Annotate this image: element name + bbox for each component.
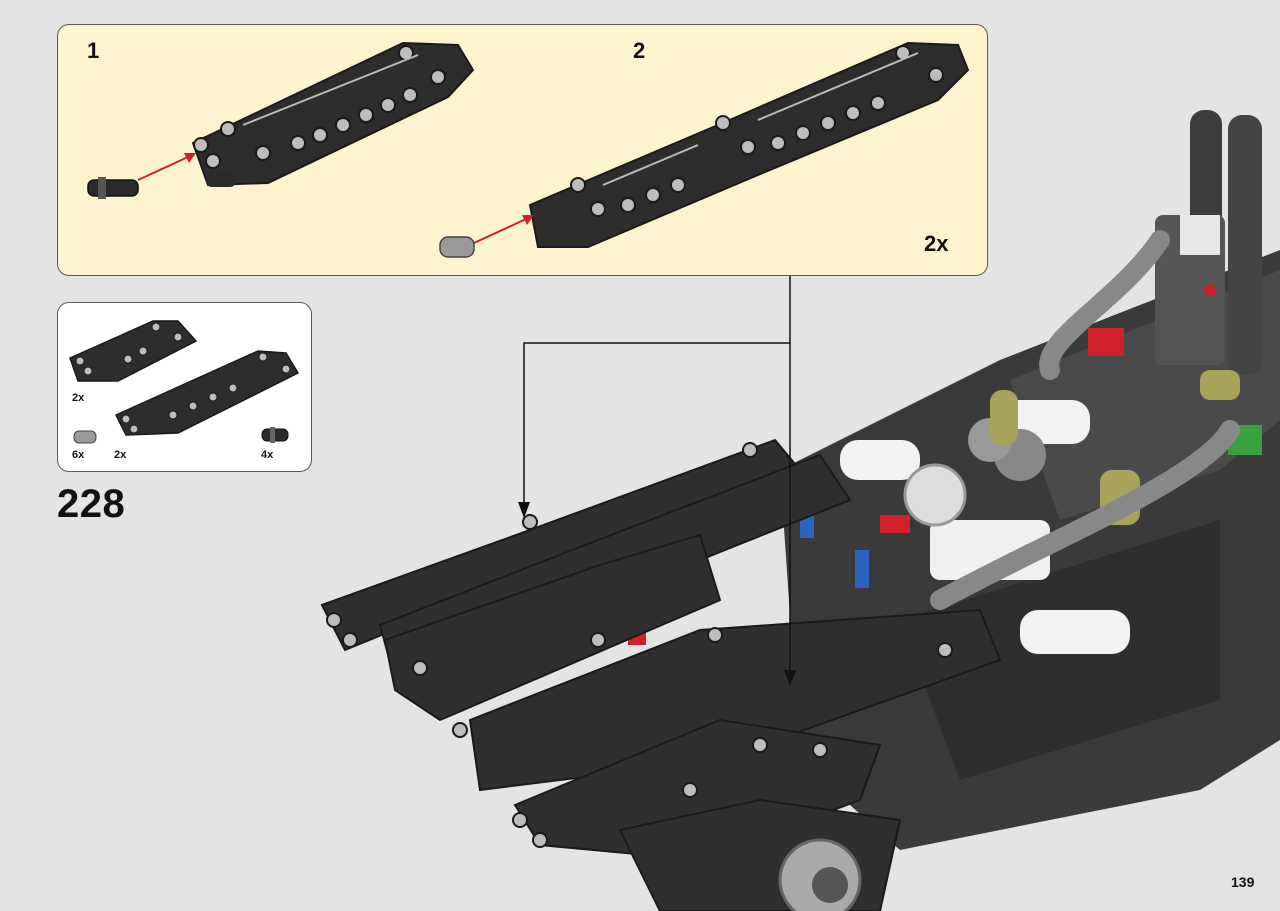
part-long-panel-image (114, 350, 300, 436)
foreground-panel-holes (326, 442, 953, 848)
part-grey-pin-image (73, 430, 97, 444)
substep-1-number: 1 (87, 38, 100, 63)
page-number: 139 (1231, 874, 1255, 890)
part-qty-long-panel: 2x (114, 449, 127, 461)
substep-2-number: 2 (633, 38, 646, 63)
part-short-panel-image (69, 320, 198, 382)
substep-1-pin (87, 177, 139, 199)
upright-liftarms (1155, 110, 1262, 375)
substep-illustration (87, 41, 970, 258)
substep-panel: 1 2 2x (57, 24, 988, 276)
arrow-head-right (784, 670, 796, 686)
lower-hub (778, 838, 862, 911)
ribbon-cables (930, 230, 1240, 610)
substep-1-insertion-arrow (137, 153, 196, 181)
substep-2-pin (439, 236, 475, 258)
part-qty-grey-pin: 6x (72, 449, 85, 461)
step-number: 228 (57, 482, 126, 526)
parts-illustration (69, 320, 300, 444)
substep-2-insertion-arrow (473, 215, 534, 244)
part-qty-short-panel: 2x (72, 392, 85, 404)
substep-1-panel (191, 41, 475, 187)
parts-list-panel: 2x 2x 6x 4x (57, 302, 312, 472)
substep-multiplier: 2x (924, 231, 949, 256)
foreground-panels (320, 438, 1002, 911)
part-black-pin-image (261, 427, 289, 443)
part-qty-black-pin: 4x (261, 449, 274, 461)
substep-2-panel (528, 41, 970, 248)
arrow-head-left (518, 502, 530, 518)
